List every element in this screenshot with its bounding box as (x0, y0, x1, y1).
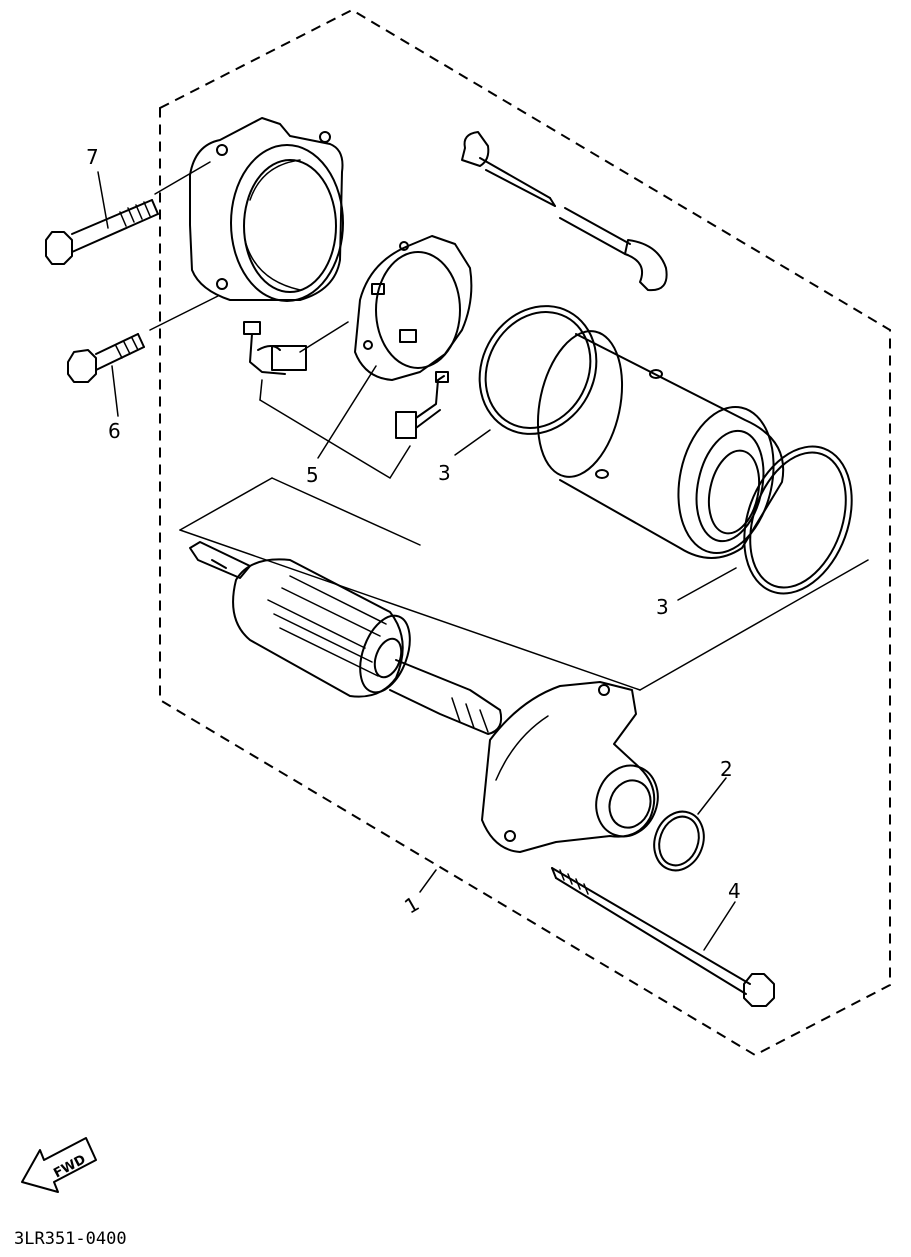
o-ring-3-left (478, 305, 598, 435)
bolt-6 (67, 333, 145, 383)
callout-7: 7 (86, 145, 99, 169)
callout-3-left: 3 (438, 461, 451, 485)
yoke (536, 330, 785, 559)
callout-2: 2 (720, 757, 733, 781)
callout-4: 4 (728, 879, 741, 903)
o-ring-2 (653, 810, 705, 872)
armature (189, 541, 503, 735)
callout-6: 6 (108, 419, 121, 443)
callout-3-right: 3 (656, 595, 669, 619)
assembly-boundary (159, 8, 891, 1057)
callout-1: 1 (400, 891, 423, 918)
figure-code: 3LR351-0400 (14, 1229, 127, 1249)
leader-lines (97, 161, 737, 951)
lead-wire (461, 131, 668, 292)
fwd-arrow: FWD (21, 1137, 97, 1193)
callout-5: 5 (306, 463, 319, 487)
o-ring-3-right (743, 445, 853, 595)
through-bolt-4 (551, 867, 775, 1007)
bolt-7 (45, 199, 159, 265)
yoke-group-bracket (179, 477, 869, 691)
front-cover (481, 681, 659, 853)
brush-set (243, 321, 449, 439)
fwd-label: FWD (51, 1152, 88, 1181)
rear-cover (189, 117, 344, 302)
brush-holder-plate (354, 235, 473, 381)
